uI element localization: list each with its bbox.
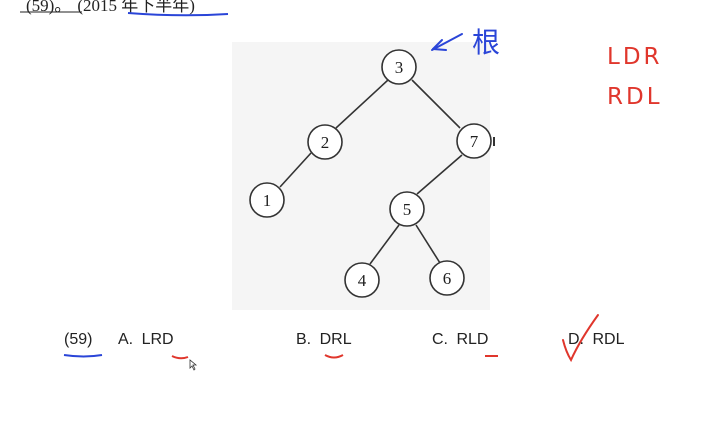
tree-node-4: 4 [344,262,380,298]
tree-node-5: 5 [389,191,425,227]
header-source: (2015 年下半年) [77,0,195,15]
option-d[interactable]: D. RDL [568,331,624,349]
node-label-7: 7 [470,132,479,151]
edge-5-4 [369,224,400,265]
root-arrow-icon [431,33,463,51]
option-b-mark [324,354,344,359]
header-fragment: (59)。 (2015 年下半年) [4,0,195,16]
root-label: 根 [472,26,500,59]
tree-node-3: 3 [381,49,417,85]
tree-node-6: 6 [429,260,465,296]
option-c-text: RLD [456,331,489,348]
mouse-cursor-icon [189,359,198,371]
option-d-text: RDL [592,331,625,348]
header-question-number: (59) [26,0,55,15]
edge-7-5 [416,154,463,195]
option-b[interactable]: B. DRL [296,331,352,349]
question-number: (59) [64,331,93,348]
option-c[interactable]: C. RLD [432,331,488,349]
tree-node-2: 2 [307,124,343,160]
option-d-letter: D. [568,331,584,348]
edge-3-2 [335,79,389,129]
header-source-underline [127,12,229,17]
node-label-6: 6 [443,269,452,288]
tree-node-7: 7 [456,123,492,159]
node-label-4: 4 [358,271,367,290]
option-d-check-icon [562,314,599,363]
tree-edges [279,79,463,265]
question-number-underline [63,354,103,358]
option-a[interactable]: A. LRD [118,331,174,349]
node-label-3: 3 [395,58,404,77]
option-a-text: LRD [141,331,174,348]
traversal-note-ldr: LDR [607,44,663,70]
edge-3-7 [411,79,461,129]
option-a-letter: A. [118,331,134,348]
option-c-letter: C. [432,331,448,348]
node-label-1: 1 [263,191,272,210]
option-b-text: DRL [319,331,352,348]
tree-node-1: 1 [249,182,285,218]
node-label-5: 5 [403,200,412,219]
option-b-letter: B. [296,331,312,348]
node-label-2: 2 [321,133,330,152]
edge-5-6 [415,224,441,264]
edge-2-1 [279,152,312,188]
traversal-note-rdl: RDL [607,84,663,110]
option-a-mark [171,355,189,360]
header-punctuation: 。 [54,0,72,15]
